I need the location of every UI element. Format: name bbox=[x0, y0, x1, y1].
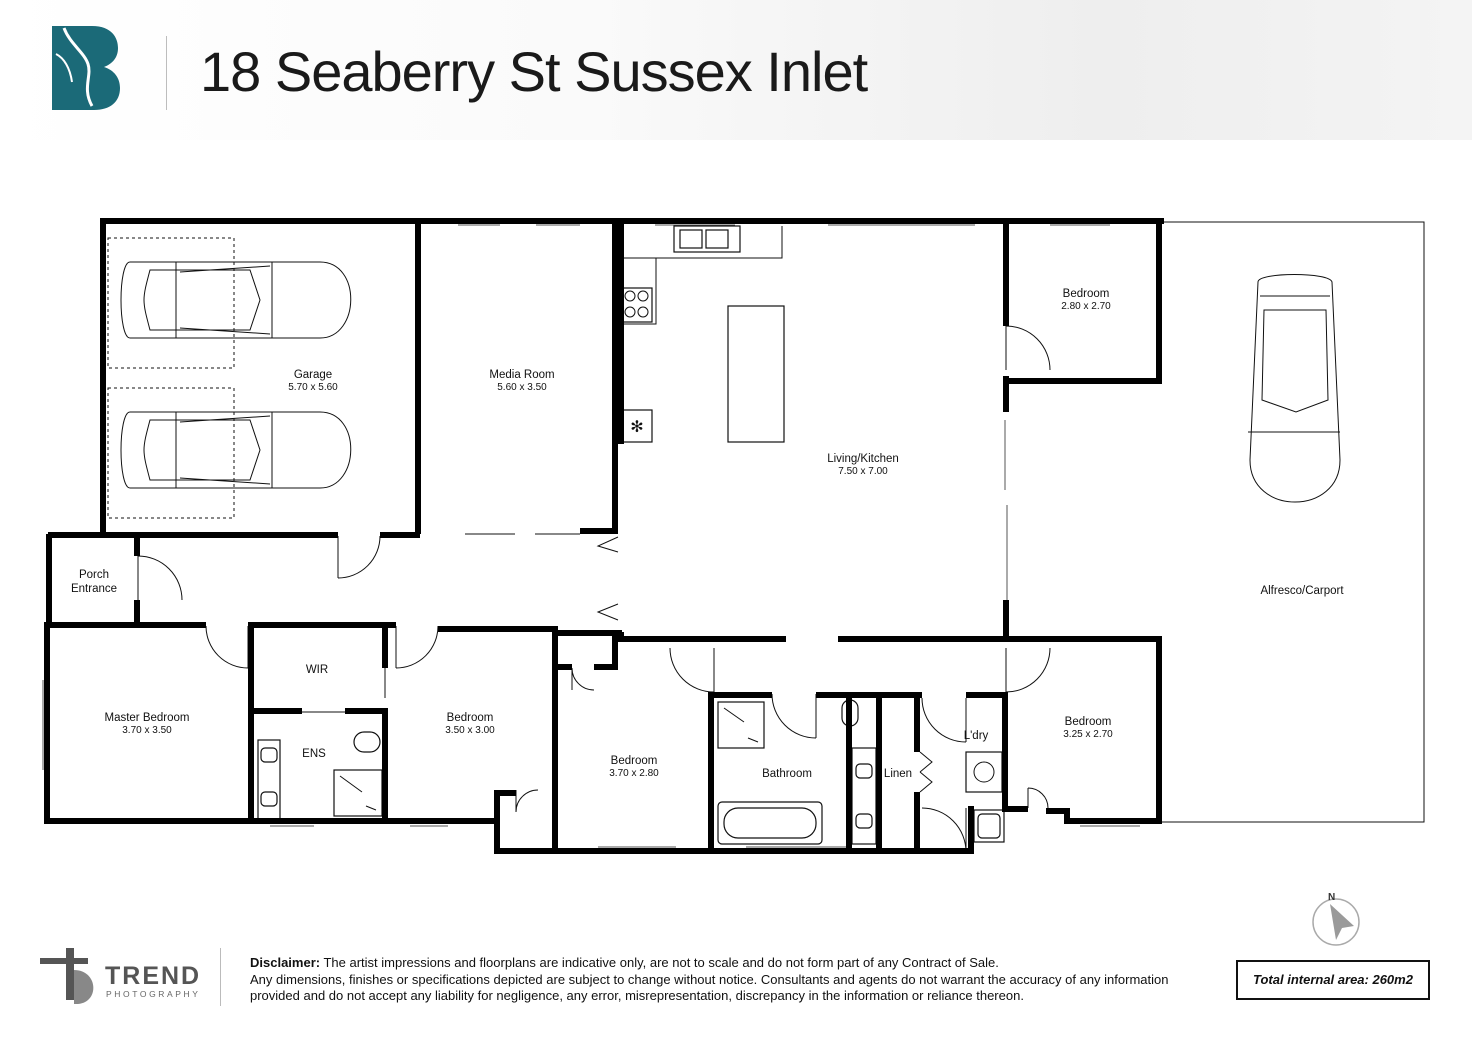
alfresco-carport-label: Alfresco/Carport bbox=[1260, 585, 1344, 597]
wir-label: WIR bbox=[306, 664, 328, 676]
car-icon bbox=[120, 261, 1341, 503]
disclaimer: Disclaimer: The artist impressions and f… bbox=[250, 955, 1210, 1005]
trend-logo-icon bbox=[40, 948, 94, 1004]
page-title: 18 Seaberry St Sussex Inlet bbox=[200, 40, 868, 103]
garage-size: 5.70 x 5.60 bbox=[288, 382, 338, 393]
garage-label: Garage bbox=[294, 369, 332, 381]
header-band bbox=[0, 0, 1472, 140]
bedroom-south-label: Bedroom bbox=[611, 755, 658, 767]
ensuite-label: ENS bbox=[302, 748, 326, 760]
bedroom-south-size: 3.70 x 2.80 bbox=[609, 768, 659, 779]
master-bedroom-size: 3.70 x 3.50 bbox=[122, 725, 172, 736]
laundry-label: L'dry bbox=[964, 730, 989, 742]
total-area-box: Total internal area: 260m2 bbox=[1236, 960, 1430, 1000]
walls bbox=[44, 218, 1164, 854]
disclaimer-line-1: The artist impressions and floorplans ar… bbox=[323, 955, 999, 970]
footer-divider bbox=[220, 948, 221, 1006]
agency-logo-icon bbox=[52, 26, 120, 110]
bedroom-mid-label: Bedroom bbox=[447, 712, 494, 724]
north-compass-icon: N bbox=[1312, 892, 1360, 946]
disclaimer-line-2: Any dimensions, finishes or specificatio… bbox=[250, 971, 1169, 1004]
header-divider bbox=[166, 36, 167, 110]
living-kitchen-label: Living/Kitchen bbox=[827, 453, 899, 465]
entrance-label: Entrance bbox=[71, 583, 117, 595]
linen-label: Linen bbox=[884, 768, 912, 780]
living-kitchen-size: 7.50 x 7.00 bbox=[838, 466, 888, 477]
brand-name: TREND bbox=[105, 962, 202, 990]
bedroom-mid-size: 3.50 x 3.00 bbox=[445, 725, 495, 736]
fixtures: ✻ bbox=[257, 225, 1005, 845]
bedroom-se-label: Bedroom bbox=[1065, 716, 1112, 728]
compass-label: N bbox=[1328, 892, 1335, 903]
bedroom-se-size: 3.25 x 2.70 bbox=[1063, 729, 1113, 740]
media-room-size: 5.60 x 3.50 bbox=[497, 382, 547, 393]
porch-label: Porch bbox=[79, 569, 109, 581]
svg-text:✻: ✻ bbox=[630, 419, 643, 436]
master-bedroom-label: Master Bedroom bbox=[104, 712, 189, 724]
disclaimer-label: Disclaimer: bbox=[250, 955, 321, 970]
brand-subtitle: PHOTOGRAPHY bbox=[106, 989, 201, 999]
media-room-label: Media Room bbox=[489, 369, 554, 381]
bedroom-ne-label: Bedroom bbox=[1063, 288, 1110, 300]
bathroom-label: Bathroom bbox=[762, 768, 812, 780]
bedroom-ne-size: 2.80 x 2.70 bbox=[1061, 301, 1111, 312]
